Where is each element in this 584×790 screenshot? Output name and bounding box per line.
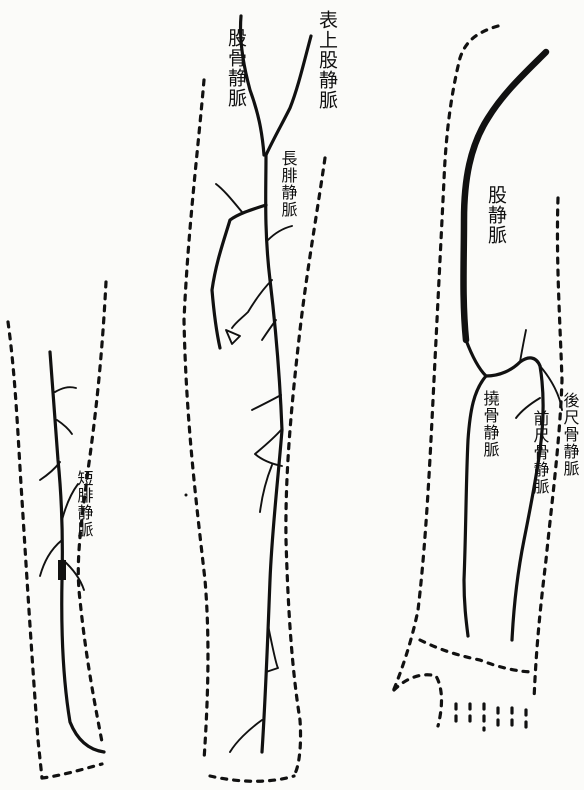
label-posterior-ulnar-vein-text: 後尺骨静脈 xyxy=(561,392,580,477)
label-radial-vein-text: 撓骨静脈 xyxy=(481,390,500,458)
lower-leg-left-figure: 短腓静脈 xyxy=(8,282,106,778)
label-short-peroneal-vein: 短腓静脈 xyxy=(75,470,94,538)
short-peroneal-vein-branch xyxy=(63,560,84,590)
leg-middle-outline-bottom xyxy=(210,776,294,781)
femoral-vein-continuation xyxy=(466,340,540,376)
label-femoral-bone-vein-text: 股骨静脈 xyxy=(225,28,247,108)
label-radial-vein: 撓骨静脈 xyxy=(481,390,500,458)
forelimb-right-figure: 股静脈 撓骨静脈 前尺骨静脈 後尺骨静脈 xyxy=(392,26,580,730)
short-peroneal-vein-branch xyxy=(40,462,60,480)
label-short-peroneal-vein-text: 短腓静脈 xyxy=(75,470,94,538)
long-peroneal-vein-trunk xyxy=(262,155,282,752)
long-peroneal-vein-branch xyxy=(216,184,242,212)
long-peroneal-vein-branch xyxy=(212,205,266,348)
stray-dot xyxy=(185,494,188,497)
long-peroneal-vein-branch xyxy=(230,720,262,752)
forelimb-outline-digits xyxy=(456,704,526,730)
vein-fragment xyxy=(226,330,240,344)
long-peroneal-vein-branch xyxy=(260,465,272,512)
lower-leg-left-outline-left xyxy=(8,322,42,778)
posterior-ulnar-vein-branch xyxy=(520,330,526,362)
label-anterior-ulnar-vein: 前尺骨静脈 xyxy=(531,410,550,495)
label-superficial-upper-femoral-vein-text: 表上股静脈 xyxy=(316,10,338,110)
label-posterior-ulnar-vein: 後尺骨静脈 xyxy=(561,392,580,477)
label-femoral-vein-right: 股静脈 xyxy=(485,185,507,245)
leg-middle-figure: 表上股静脈 股骨静脈 長腓静脈 xyxy=(184,10,338,782)
label-superficial-upper-femoral-vein: 表上股静脈 xyxy=(316,10,338,110)
forelimb-outline-hand xyxy=(420,640,534,672)
label-femoral-vein-right-text: 股静脈 xyxy=(485,185,507,245)
superficial-upper-femoral-vein xyxy=(266,36,311,155)
label-femoral-bone-vein: 股骨静脈 xyxy=(225,28,247,108)
leg-middle-outline-left xyxy=(184,80,208,760)
leg-middle-outline-right xyxy=(286,158,325,775)
long-peroneal-vein-branch xyxy=(252,395,281,410)
short-peroneal-vein-branch xyxy=(57,420,72,434)
long-peroneal-vein-branch xyxy=(268,226,292,240)
lower-leg-left-outline-bottom xyxy=(42,764,102,778)
short-peroneal-vein-branch xyxy=(55,387,76,392)
long-peroneal-vein-branch xyxy=(232,280,272,328)
forelimb-outline-hand xyxy=(394,675,442,726)
label-long-peroneal-vein-text: 長腓静脈 xyxy=(279,150,298,218)
short-peroneal-vein-junction xyxy=(58,560,66,580)
label-anterior-ulnar-vein-text: 前尺骨静脈 xyxy=(531,410,550,495)
label-long-peroneal-vein: 長腓静脈 xyxy=(279,150,298,218)
